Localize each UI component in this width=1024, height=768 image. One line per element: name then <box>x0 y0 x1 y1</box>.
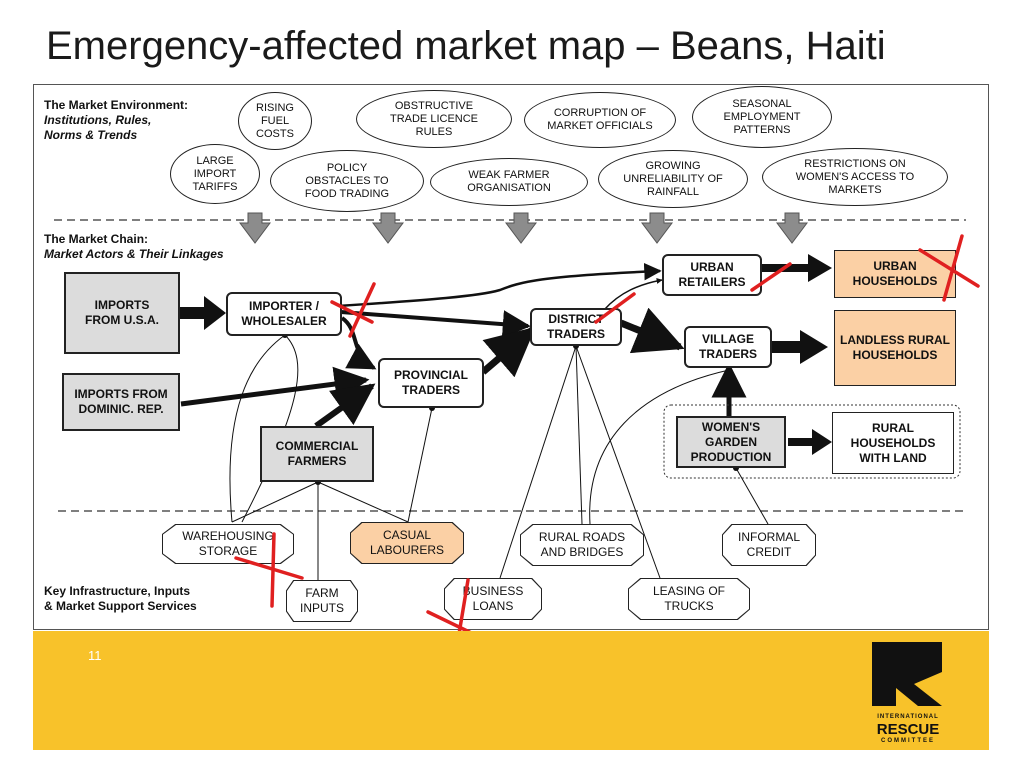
arrow-district-village <box>619 307 685 354</box>
environment-sub1: Institutions, Rules, <box>44 113 152 127</box>
page-number: 11 <box>88 648 102 663</box>
chain-section-label: The Market Chain: Market Actors & Their … <box>44 232 224 262</box>
actor-imports-dr: IMPORTS FROM DOMINIC. REP. <box>62 373 180 431</box>
factor-rising-fuel: RISING FUEL COSTS <box>238 92 312 150</box>
service-business-loans: BUSINESS LOANS <box>444 578 542 620</box>
footer-band <box>33 631 989 750</box>
factor-corruption: CORRUPTION OF MARKET OFFICIALS <box>524 92 676 148</box>
actor-urban-households: URBAN HOUSEHOLDS <box>834 250 956 298</box>
slide-title: Emergency-affected market map – Beans, H… <box>46 24 886 68</box>
infra-line2: & Market Support Services <box>44 599 197 613</box>
service-warehousing: WAREHOUSING STORAGE <box>162 524 294 564</box>
environment-sub2: Norms & Trends <box>44 128 138 142</box>
chain-sub: Market Actors & Their Linkages <box>44 247 224 261</box>
logo-line1: INTERNATIONAL <box>877 714 939 720</box>
service-informal-credit: INFORMAL CREDIT <box>722 524 816 566</box>
service-rural-roads: RURAL ROADS AND BRIDGES <box>520 524 644 566</box>
arrow-importer-provincial <box>340 316 377 370</box>
service-farm-inputs: FARM INPUTS <box>286 580 358 622</box>
impact-arrow-1 <box>239 212 271 244</box>
impact-arrows <box>239 212 808 244</box>
service-casual-labourers: CASUAL LABOURERS <box>350 522 464 564</box>
arrow-importer-district <box>340 310 531 339</box>
logo-line2: RESCUE <box>876 721 940 738</box>
infra-section-label: Key Infrastructure, Inputs & Market Supp… <box>44 584 197 614</box>
arrow-commercial-provincial <box>314 383 376 429</box>
arrow-district-urban <box>603 278 663 311</box>
arrow-dr-provincial <box>180 366 370 407</box>
actor-commercial-farmers: COMMERCIAL FARMERS <box>260 426 374 482</box>
actor-provincial-traders: PROVINCIAL TRADERS <box>378 358 484 408</box>
factor-weak-farmer: WEAK FARMER ORGANISATION <box>430 158 588 206</box>
factor-trade-licence: OBSTRUCTIVE TRADE LICENCE RULES <box>356 90 512 148</box>
environment-section-label: The Market Environment: Institutions, Ru… <box>44 98 188 143</box>
impact-arrow-3 <box>505 212 537 244</box>
actor-urban-retailers: URBAN RETAILERS <box>662 254 762 296</box>
service-leasing-trucks: LEASING OF TRUCKS <box>628 578 750 620</box>
arrow-provincial-district <box>480 326 536 378</box>
arrow-retailers-urban <box>762 254 832 282</box>
support-lines <box>229 334 769 580</box>
actor-landless-households: LANDLESS RURAL HOUSEHOLDS <box>834 310 956 386</box>
factor-tariffs: LARGE IMPORT TARIFFS <box>170 144 260 204</box>
garden-group-border <box>663 404 961 479</box>
logo-line3: COMMITTEE <box>881 738 935 744</box>
actor-rural-households-land: RURAL HOUSEHOLDS WITH LAND <box>832 412 954 474</box>
impact-arrow-4 <box>641 212 673 244</box>
arrow-importer-urban <box>337 262 662 308</box>
actor-district-traders: DISTRICT TRADERS <box>530 308 622 346</box>
environment-heading: The Market Environment: <box>44 98 189 112</box>
arrow-usa-importer <box>180 296 226 330</box>
actor-womens-garden: WOMEN'S GARDEN PRODUCTION <box>676 416 786 468</box>
arrow-garden-rural <box>788 429 832 455</box>
factor-women-access: RESTRICTIONS ON WOMEN'S ACCESS TO MARKET… <box>762 148 948 206</box>
arrow-village-landless <box>770 330 828 364</box>
factor-seasonal: SEASONAL EMPLOYMENT PATTERNS <box>692 86 832 148</box>
impact-arrow-5 <box>776 212 808 244</box>
flow-arrows <box>180 254 832 455</box>
actor-imports-usa: IMPORTS FROM U.S.A. <box>64 272 180 354</box>
factor-policy: POLICY OBSTACLES TO FOOD TRADING <box>270 150 424 212</box>
impact-arrow-2 <box>372 212 404 244</box>
actor-village-traders: VILLAGE TRADERS <box>684 326 772 368</box>
infra-line1: Key Infrastructure, Inputs <box>44 584 191 598</box>
diagram-frame <box>33 84 989 630</box>
actor-importer-wholesaler: IMPORTER / WHOLESALER <box>226 292 342 336</box>
chain-heading: The Market Chain: <box>44 232 149 246</box>
factor-rainfall: GROWING UNRELIABILITY OF RAINFALL <box>598 150 748 208</box>
